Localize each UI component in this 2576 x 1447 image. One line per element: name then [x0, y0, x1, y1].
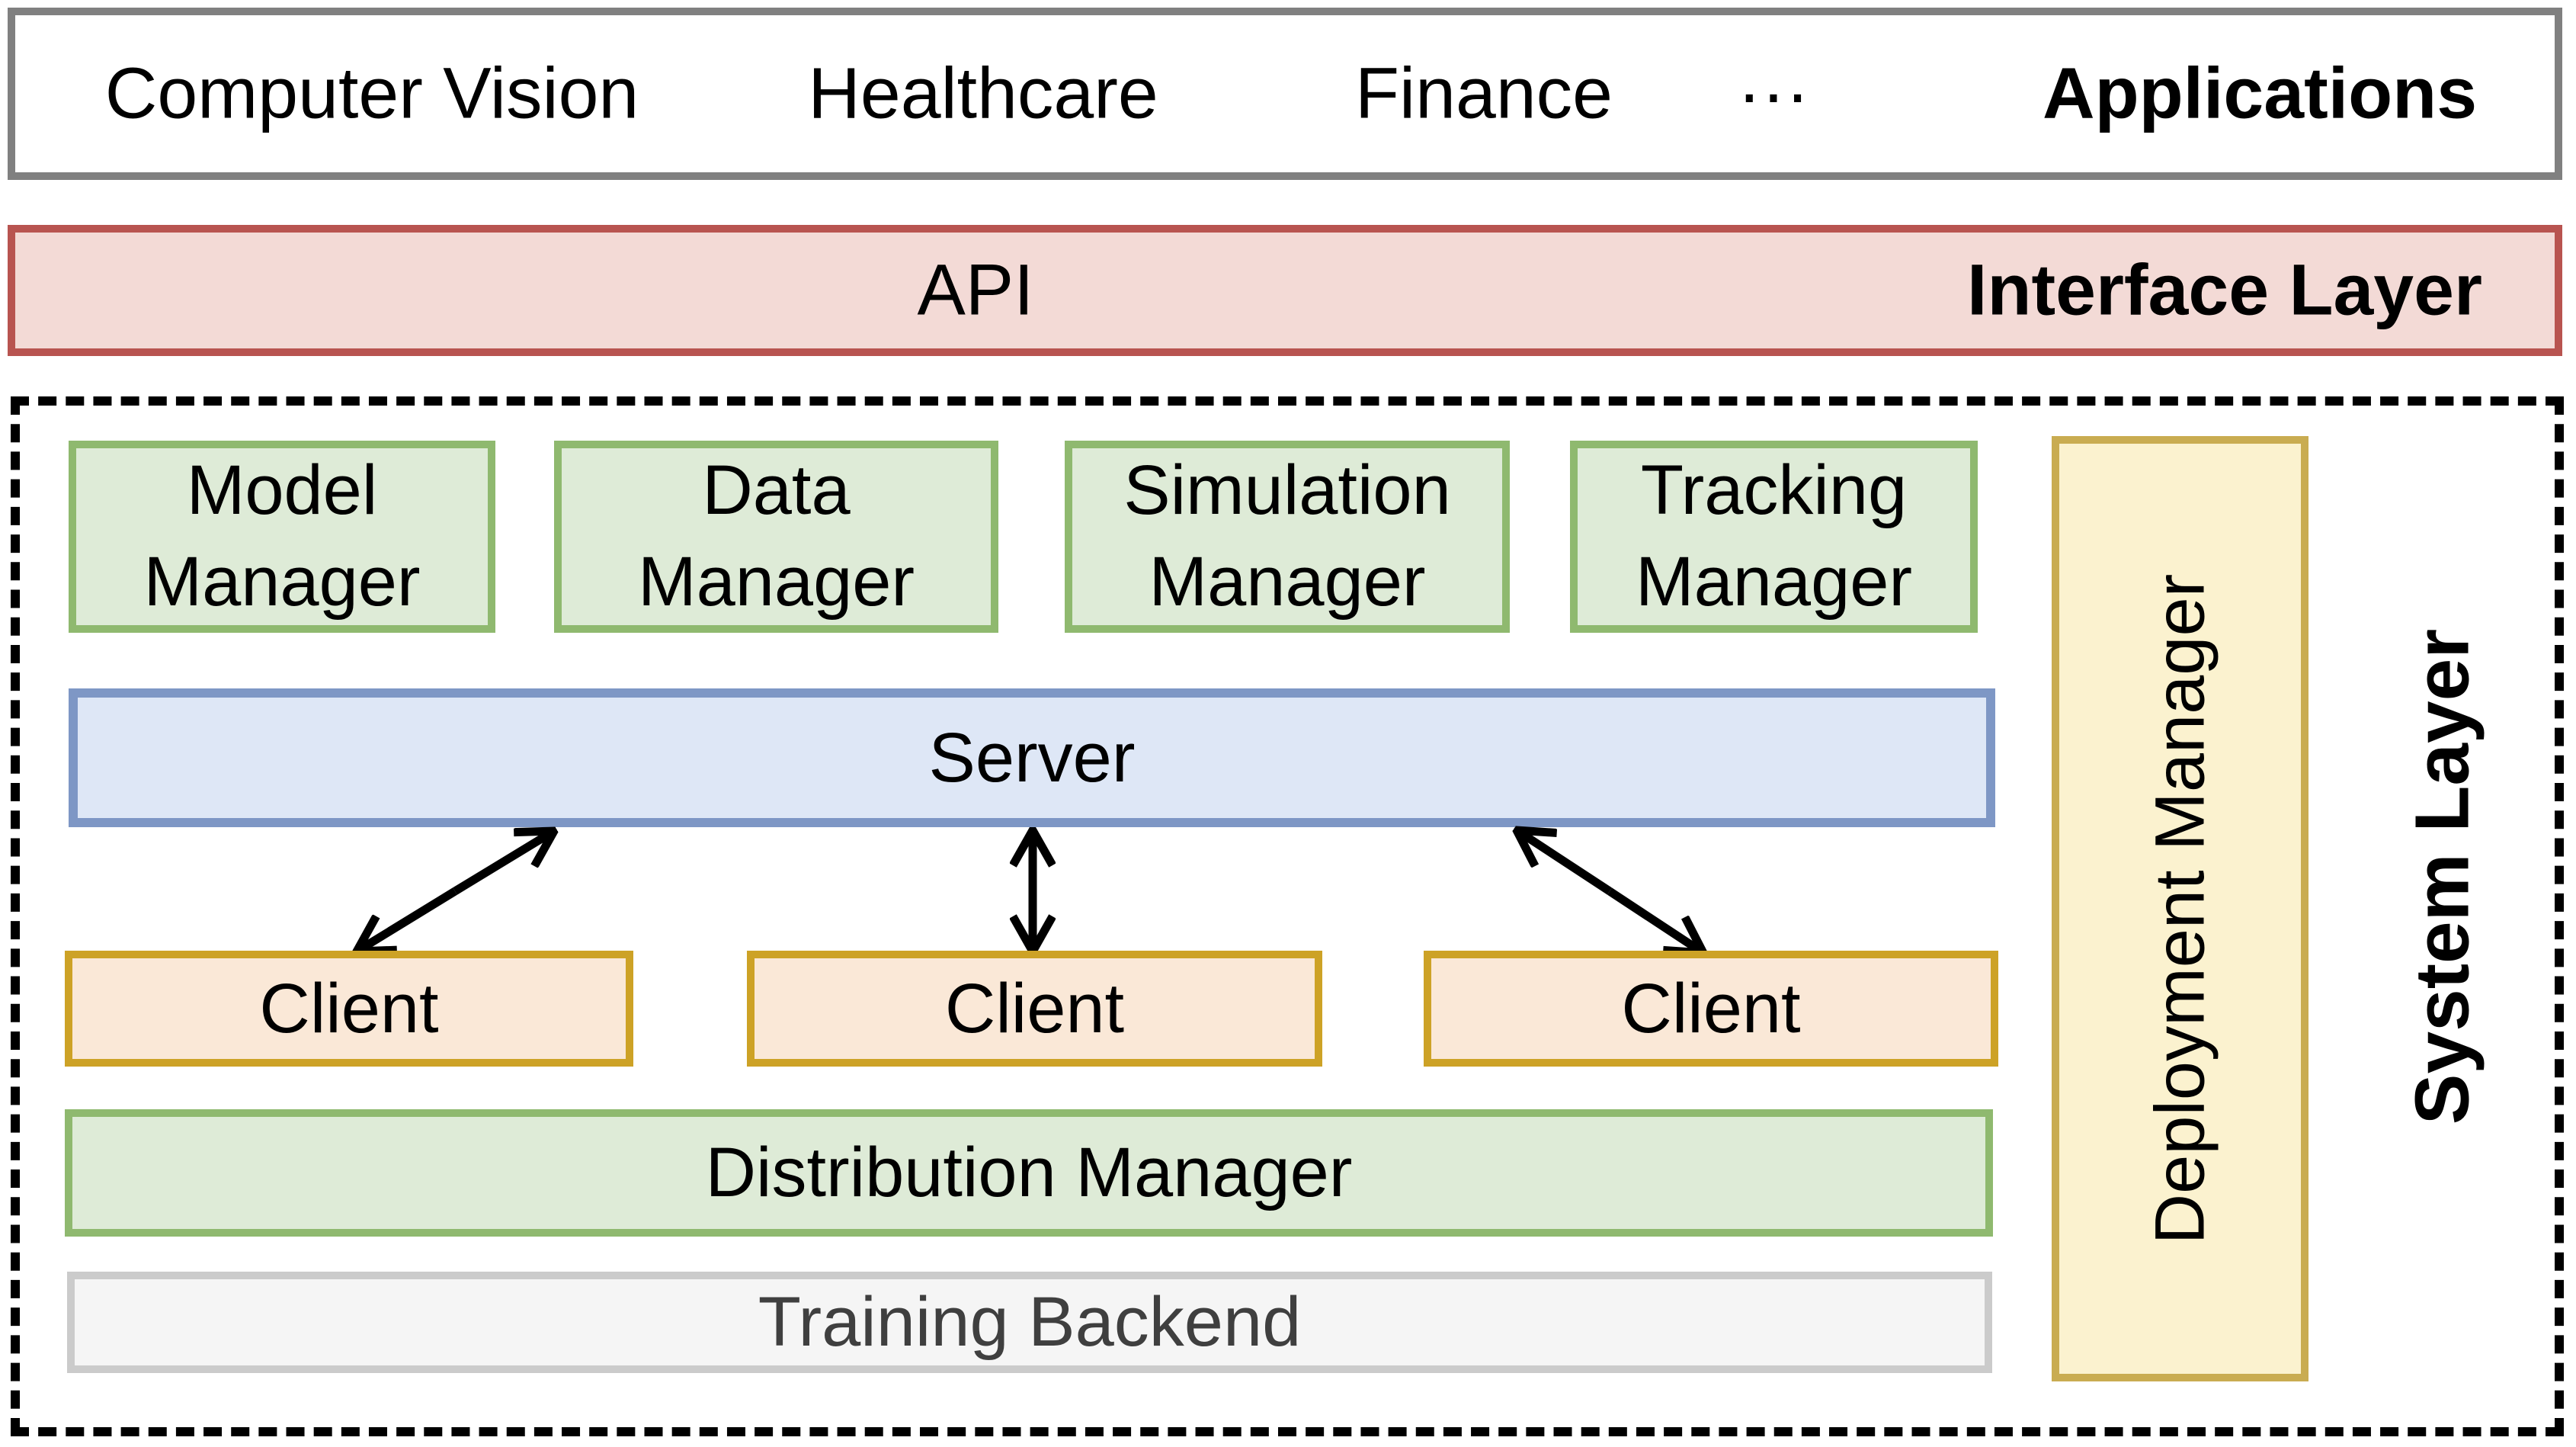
server-label: Server	[928, 718, 1136, 797]
client-label: Client	[1621, 969, 1801, 1048]
ellipsis: ···	[1737, 53, 1810, 134]
client-box-3: Client	[1424, 951, 1998, 1067]
distribution-manager-label: Distribution Manager	[705, 1134, 1353, 1211]
simulation-manager-box: Simulation Manager	[1065, 441, 1510, 633]
applications-bar: Computer Vision Healthcare Finance ··· A…	[8, 8, 2562, 180]
double-arrow-right	[1517, 830, 1703, 953]
model-manager-box: Model Manager	[69, 441, 495, 633]
distribution-manager-box: Distribution Manager	[65, 1109, 1993, 1237]
app-item-healthcare: Healthcare	[808, 53, 1158, 134]
api-label: API	[917, 249, 1034, 331]
training-backend-box: Training Backend	[67, 1272, 1992, 1373]
client-label: Client	[259, 969, 439, 1048]
simulation-manager-label: Simulation Manager	[1123, 451, 1451, 621]
client-label: Client	[944, 969, 1125, 1048]
client-box-2: Client	[747, 951, 1322, 1067]
data-manager-label: Data Manager	[637, 451, 915, 621]
system-layer-label: System Layer	[2399, 628, 2485, 1125]
deployment-manager-label: Deployment Manager	[2141, 573, 2219, 1244]
system-layer-box	[11, 396, 2564, 1436]
tracking-manager-box: Tracking Manager	[1570, 441, 1978, 633]
app-item-finance: Finance	[1355, 53, 1613, 134]
tracking-manager-label: Tracking Manager	[1635, 451, 1913, 621]
model-manager-label: Model Manager	[143, 451, 421, 621]
interface-layer-label: Interface Layer	[1967, 249, 2482, 331]
training-backend-label: Training Backend	[758, 1283, 1302, 1361]
server-box: Server	[69, 688, 1995, 827]
data-manager-box: Data Manager	[554, 441, 998, 633]
double-arrow-left	[357, 831, 554, 951]
client-box-1: Client	[65, 951, 633, 1067]
interface-layer-bar: API Interface Layer	[8, 225, 2562, 356]
deployment-manager-box: Deployment Manager	[2052, 436, 2308, 1381]
applications-layer-label: Applications	[2042, 53, 2478, 134]
app-item-computer-vision: Computer Vision	[104, 53, 639, 134]
